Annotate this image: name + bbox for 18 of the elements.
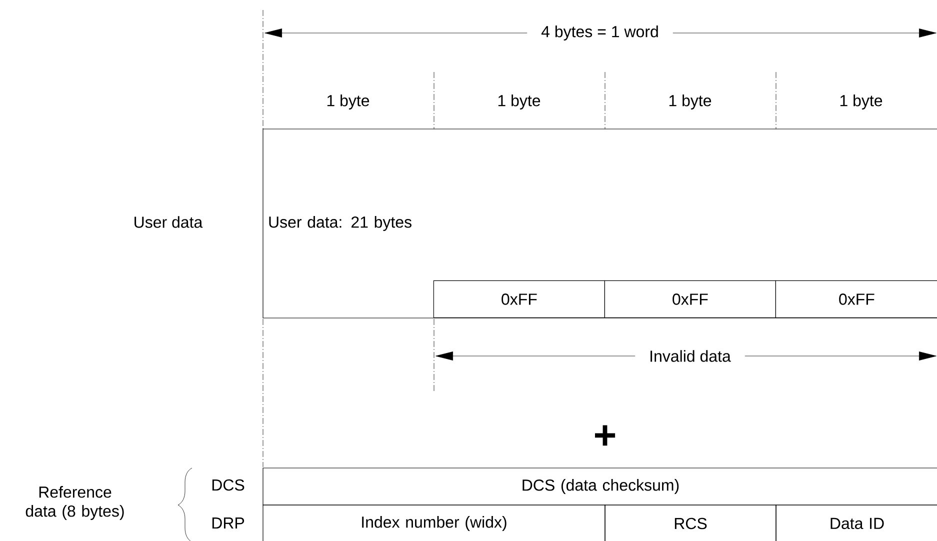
row-label: User data [134,216,203,228]
data-field: DCS (data checksum) [262,468,937,506]
byte-label: 1 byte [498,94,540,110]
data-field: RCS [604,504,776,541]
row-label: DCS [212,479,244,491]
padding-cell: 0xFF [433,280,605,318]
byte-label: 1 byte [840,94,882,110]
group-label: Reference data (8 bytes) [26,486,124,520]
dimension-label: Invalid data [635,346,745,366]
byte-label: 1 byte [669,94,712,110]
padding-cell: 0xFF [604,280,776,318]
plus-sign: + [595,425,616,446]
data-field: Index number (widx) [262,504,606,541]
data-field: Data ID [776,504,937,541]
byte-label: 1 byte [327,94,370,110]
padding-cell: 0xFF [775,280,937,318]
dimension-label: 4 bytes = 1 word [527,22,673,44]
row-label: DRP [212,518,244,528]
